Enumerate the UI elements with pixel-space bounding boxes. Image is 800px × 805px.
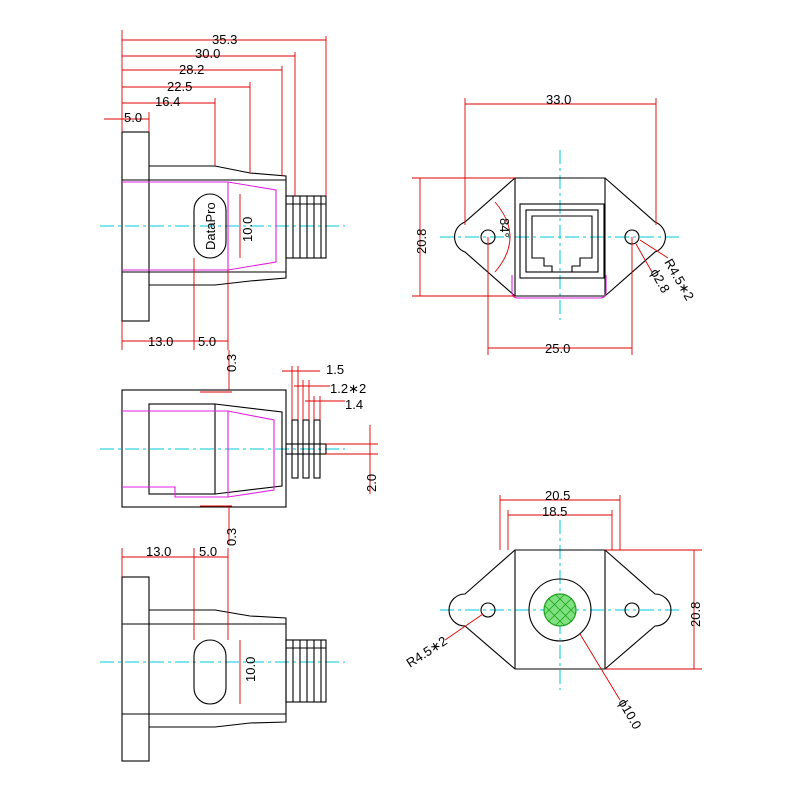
side-view-flange <box>121 131 150 322</box>
front-view-jack <box>531 215 593 273</box>
rear-view-hole-right <box>624 602 640 618</box>
front-height-label: 20.8 <box>414 229 429 254</box>
front-angle-label: 84° <box>497 218 512 238</box>
side-dim-35-3: 35.3 <box>212 32 237 47</box>
side-dim-30-0: 30.0 <box>195 46 220 61</box>
top-fin-pitch-label: 1.5 <box>326 362 344 377</box>
bottom-slot-height-label: 10.0 <box>243 657 258 682</box>
rear-outer-width-label: 20.5 <box>545 488 570 503</box>
front-view-insert <box>511 275 607 299</box>
top-fin-depth-label: 2.0 <box>364 474 379 492</box>
front-view: 84° 33.0 20.8 25.0 R4.5∗2 ϕ2.8 <box>412 92 697 356</box>
top-view-insert <box>122 410 275 498</box>
front-view-socket <box>519 203 605 279</box>
top-gap-top-label: 0.3 <box>224 354 239 372</box>
bottom-dim-13-0: 13.0 <box>146 544 171 559</box>
rear-inner-width-label: 18.5 <box>542 504 567 519</box>
front-width-label: 33.0 <box>546 92 571 107</box>
top-fin-thickness-label: 1.2∗2 <box>330 381 366 396</box>
logo-text: DataPro <box>203 202 218 250</box>
top-gap-bottom-label: 0.3 <box>224 528 239 546</box>
top-fin-gap-label: 1.4 <box>345 397 363 412</box>
side-slot-height-label: 10.0 <box>240 217 255 242</box>
side-dim-5-0-bottom: 5.0 <box>198 334 216 349</box>
top-view: 0.3 0.3 1.5 1.2∗2 1.4 2.0 <box>100 350 379 546</box>
front-pitch-label: 25.0 <box>545 341 570 356</box>
bottom-side-view-body <box>149 609 287 728</box>
side-dim-22-5: 22.5 <box>167 79 192 94</box>
side-dim-13-0: 13.0 <box>148 334 173 349</box>
bottom-side-view-fins <box>285 639 327 703</box>
rear-bore-diameter-label: ϕ10.0 <box>615 696 644 732</box>
side-view-fins <box>285 195 327 259</box>
rear-view: 20.5 18.5 20.8 R4.5∗2 ϕ10.0 <box>403 488 703 732</box>
side-view: DataPro 10.0 35.3 30.0 28.2 22.5 16.4 5.… <box>100 30 345 350</box>
bottom-side-view-slot <box>193 639 227 705</box>
side-view-insert <box>122 181 277 271</box>
rear-radius-label: R4.5∗2 <box>403 633 449 670</box>
rear-view-bore <box>528 578 592 642</box>
bottom-side-view: 10.0 13.0 5.0 <box>100 544 345 762</box>
top-view-fins <box>285 419 327 479</box>
side-dim-5-0: 5.0 <box>124 110 142 125</box>
side-dim-28-2: 28.2 <box>179 62 204 77</box>
rear-height-label: 20.8 <box>688 602 703 627</box>
side-view-slot <box>193 193 227 259</box>
rear-view-hole-left <box>480 602 496 618</box>
side-dim-16-4: 16.4 <box>155 94 180 109</box>
bottom-side-view-flange <box>121 576 150 762</box>
bottom-dim-5-0: 5.0 <box>199 544 217 559</box>
